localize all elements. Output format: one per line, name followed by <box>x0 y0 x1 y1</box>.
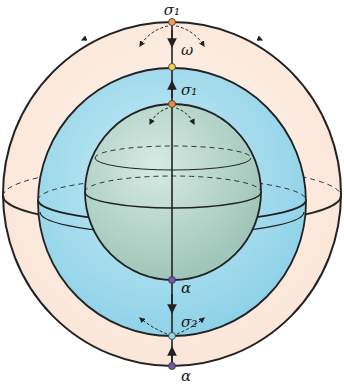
point-label: σ₁ <box>180 82 198 98</box>
point-label: σ₂ <box>180 314 198 330</box>
point-label: σ₁ <box>163 2 181 18</box>
point-label: α <box>180 280 192 296</box>
point-label: ω <box>180 42 194 58</box>
point-label: α <box>180 368 192 384</box>
